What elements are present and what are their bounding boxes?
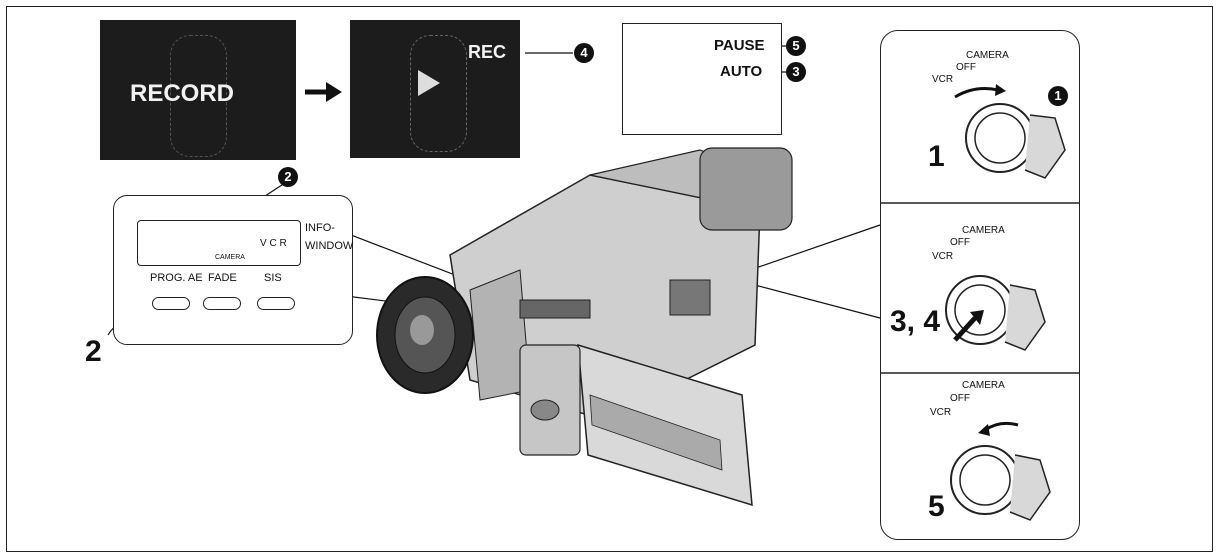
vcr-small-label: V C R (260, 238, 287, 249)
step34-camera: CAMERA (962, 225, 1005, 236)
info-window-panel (113, 195, 353, 345)
fade-label: FADE (208, 272, 237, 284)
step1-number: 1 (928, 140, 945, 173)
callout-4: 4 (574, 43, 594, 63)
mode-dial-step1 (954, 84, 1066, 179)
pause-label: PAUSE (714, 37, 765, 54)
viewfinder-screen-rec: REC (350, 20, 520, 158)
mode-dial-step5 (950, 421, 1051, 521)
step1-off: OFF (956, 62, 976, 73)
callout-3: 3 (786, 62, 806, 82)
diagram-frame (6, 6, 1213, 552)
fade-button[interactable] (203, 297, 241, 310)
camera-small-label: CAMERA (215, 254, 245, 261)
step-2-label: 2 (85, 335, 102, 368)
step5-number: 5 (928, 490, 945, 523)
prog-ae-button[interactable] (152, 297, 190, 310)
rec-label: REC (468, 42, 507, 62)
viewfinder-screen-record: RECORD (100, 20, 296, 160)
callout-1: 1 (1048, 86, 1068, 106)
step34-vcr: VCR (932, 251, 954, 262)
step5-off: OFF (950, 393, 970, 404)
play-triangle-icon (418, 70, 440, 96)
switch-panel (880, 30, 1080, 540)
record-label: RECORD (130, 80, 235, 107)
callout-5: 5 (786, 36, 806, 56)
mode-dial-step34 (945, 275, 1046, 351)
step1-camera: CAMERA (966, 50, 1009, 61)
sis-label: SIS (264, 272, 282, 284)
step5-camera: CAMERA (962, 380, 1005, 391)
camcorder-illustration (376, 147, 793, 507)
step1-vcr: VCR (932, 74, 954, 85)
step5-vcr: VCR (930, 407, 952, 418)
step34-number: 3, 4 (890, 305, 941, 338)
status-box (622, 23, 782, 135)
auto-label: AUTO (720, 63, 763, 80)
prog-ae-label: PROG. AE (150, 272, 203, 284)
callout-2: 2 (278, 167, 298, 187)
info-window-label-2: WINDOW (305, 240, 354, 252)
sis-button[interactable] (257, 297, 295, 310)
info-window-label-1: INFO- (305, 222, 335, 234)
arrow-right-icon (326, 82, 342, 102)
info-window-display (137, 220, 301, 266)
step34-off: OFF (950, 237, 970, 248)
